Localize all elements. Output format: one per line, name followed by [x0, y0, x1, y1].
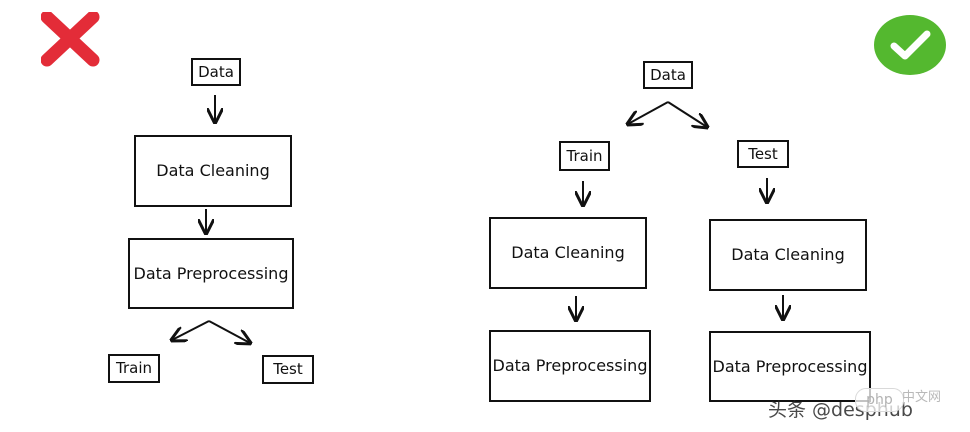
right-test-cleaning-label: Data Cleaning [731, 245, 845, 264]
left-data-box: Data [191, 58, 241, 86]
left-cleaning-box: Data Cleaning [134, 135, 292, 207]
right-split-arrow-train [628, 101, 669, 124]
red-x-icon [41, 12, 100, 67]
left-split-arrow-train [172, 320, 210, 340]
right-train-preprocessing-box: Data Preprocessing [489, 330, 651, 402]
left-cleaning-label: Data Cleaning [156, 161, 270, 180]
left-split-arrow-test [208, 320, 250, 343]
left-test-label: Test [273, 360, 303, 378]
right-test-cleaning-box: Data Cleaning [709, 219, 867, 291]
right-train-cleaning-label: Data Cleaning [511, 243, 625, 262]
right-train-box: Train [559, 141, 610, 171]
left-train-label: Train [116, 359, 152, 377]
right-data-box: Data [643, 61, 693, 89]
php-suffix: 中文网 [902, 391, 941, 404]
right-data-label: Data [650, 65, 686, 84]
php-badge: php [855, 388, 904, 412]
left-data-label: Data [198, 62, 234, 81]
right-test-preprocessing-label: Data Preprocessing [712, 356, 868, 376]
php-suffix-label: 中文网 [902, 390, 942, 405]
green-check-icon [874, 15, 946, 75]
right-test-box: Test [737, 140, 789, 168]
right-train-cleaning-box: Data Cleaning [489, 217, 647, 289]
right-test-preprocessing-box: Data Preprocessing [709, 331, 871, 402]
left-preprocessing-label: Data Preprocessing [133, 263, 289, 283]
php-badge-label: php [866, 392, 893, 408]
right-train-preprocessing-label: Data Preprocessing [492, 356, 648, 375]
right-split-arrow-test [667, 101, 707, 127]
right-test-label: Test [748, 144, 778, 163]
right-train-label: Train [566, 146, 603, 165]
left-preprocessing-box: Data Preprocessing [128, 238, 294, 309]
left-train-box: Train [108, 354, 160, 383]
left-test-box: Test [262, 355, 314, 384]
